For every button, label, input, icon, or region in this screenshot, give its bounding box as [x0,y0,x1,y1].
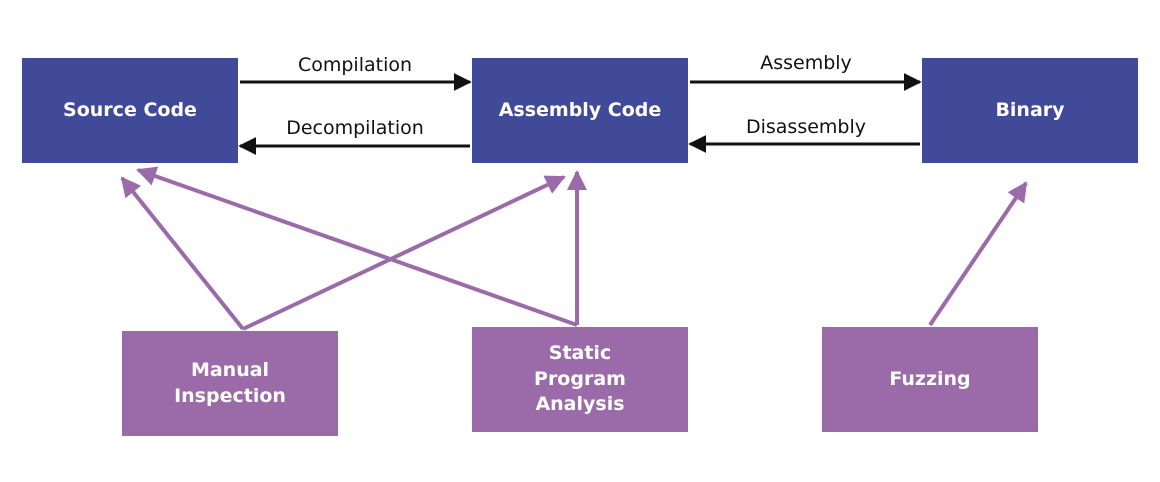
static-program-analysis-node: Static Program Analysis [472,327,688,432]
compilation-label: Compilation [298,54,412,76]
assembly-code-node: Assembly Code [472,58,688,163]
disassembly-label: Disassembly [746,116,866,138]
assembly-label: Assembly [760,52,852,74]
fuzzing-to-binary-arrow [928,181,1028,327]
fuzzing-node: Fuzzing [822,327,1038,432]
source-code-node: Source Code [22,58,238,163]
static-to-source-arrow [136,166,578,327]
decompilation-label: Decompilation [286,117,424,139]
manual-to-source-arrow [120,176,245,331]
manual-to-assembly-arrow [242,175,566,331]
manual-inspection-node: Manual Inspection [122,331,338,436]
binary-node: Binary [922,58,1138,163]
